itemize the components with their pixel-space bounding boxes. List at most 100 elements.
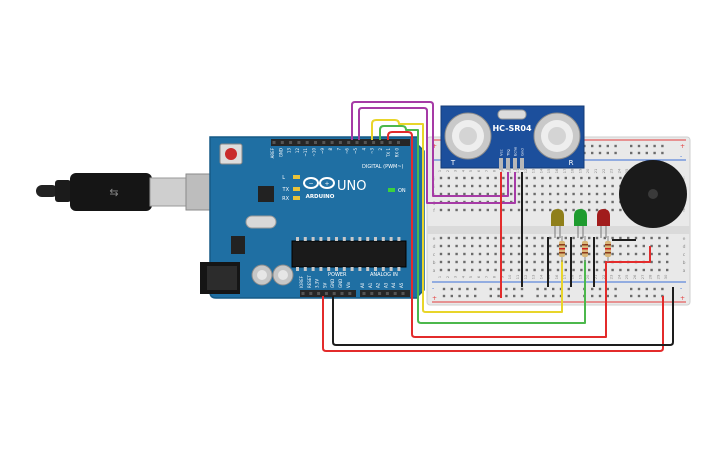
hole[interactable]: [510, 208, 513, 212]
header-pin[interactable]: [355, 141, 359, 144]
hole[interactable]: [510, 184, 513, 188]
hole[interactable]: [603, 176, 606, 180]
hole[interactable]: [595, 200, 599, 204]
hole[interactable]: [556, 200, 560, 204]
hole[interactable]: [619, 252, 622, 256]
hole[interactable]: [439, 244, 443, 248]
hole[interactable]: [447, 192, 450, 196]
hole[interactable]: [572, 268, 575, 272]
hole[interactable]: [510, 176, 513, 180]
header-pin[interactable]: [348, 292, 352, 295]
hole[interactable]: [549, 184, 552, 188]
rail-hole[interactable]: [567, 294, 570, 298]
hole[interactable]: [572, 176, 575, 180]
header-pin[interactable]: [272, 141, 276, 144]
hole[interactable]: [541, 192, 544, 196]
rail-hole[interactable]: [466, 294, 469, 298]
hole[interactable]: [603, 244, 606, 248]
header-pin[interactable]: [305, 141, 309, 144]
hole[interactable]: [471, 184, 474, 188]
sensor-pin[interactable]: [520, 158, 524, 170]
hole[interactable]: [533, 192, 536, 196]
hole[interactable]: [478, 260, 482, 264]
hole[interactable]: [455, 244, 458, 248]
header-pin[interactable]: [401, 292, 405, 295]
hole[interactable]: [447, 244, 450, 248]
hole[interactable]: [502, 176, 505, 180]
hole[interactable]: [580, 260, 583, 264]
rail-hole[interactable]: [520, 287, 524, 291]
hole[interactable]: [478, 252, 482, 256]
hole[interactable]: [580, 236, 583, 240]
rail-hole[interactable]: [630, 287, 633, 291]
hole[interactable]: [658, 236, 661, 240]
hole[interactable]: [611, 184, 614, 188]
hole[interactable]: [510, 268, 513, 272]
rail-hole[interactable]: [614, 294, 617, 298]
hole[interactable]: [627, 236, 630, 240]
hole[interactable]: [658, 244, 661, 248]
hole[interactable]: [486, 268, 489, 272]
hole[interactable]: [572, 260, 575, 264]
hole[interactable]: [588, 244, 591, 248]
hole[interactable]: [666, 244, 669, 248]
hole[interactable]: [619, 236, 622, 240]
header-pin[interactable]: [322, 141, 326, 144]
rail-hole[interactable]: [661, 151, 664, 155]
hole[interactable]: [541, 200, 544, 204]
hole[interactable]: [455, 192, 458, 196]
hole[interactable]: [471, 208, 474, 212]
hole[interactable]: [486, 244, 489, 248]
rail-hole[interactable]: [598, 294, 602, 298]
rail-hole[interactable]: [661, 287, 664, 291]
hole[interactable]: [494, 184, 497, 188]
rail-hole[interactable]: [536, 287, 539, 291]
hole[interactable]: [541, 184, 544, 188]
header-pin[interactable]: [324, 292, 328, 295]
hole[interactable]: [627, 252, 630, 256]
hole[interactable]: [611, 244, 614, 248]
hole[interactable]: [588, 208, 591, 212]
header-pin[interactable]: [362, 292, 366, 295]
hole[interactable]: [564, 192, 567, 196]
hole[interactable]: [525, 236, 528, 240]
hole[interactable]: [611, 192, 614, 196]
hole[interactable]: [564, 208, 567, 212]
rail-hole[interactable]: [591, 287, 594, 291]
hole[interactable]: [455, 268, 458, 272]
rail-hole[interactable]: [614, 144, 617, 148]
hole[interactable]: [471, 244, 474, 248]
rail-hole[interactable]: [567, 287, 570, 291]
rail-hole[interactable]: [606, 294, 609, 298]
hole[interactable]: [658, 252, 661, 256]
header-pin[interactable]: [338, 141, 342, 144]
rail-hole[interactable]: [653, 287, 656, 291]
hole[interactable]: [580, 252, 583, 256]
hole[interactable]: [619, 244, 622, 248]
hole[interactable]: [533, 208, 536, 212]
hole[interactable]: [471, 236, 474, 240]
hole[interactable]: [455, 184, 458, 188]
hole[interactable]: [494, 268, 497, 272]
hole[interactable]: [666, 252, 669, 256]
rail-hole[interactable]: [614, 287, 617, 291]
rail-hole[interactable]: [637, 151, 641, 155]
hole[interactable]: [603, 236, 606, 240]
header-pin[interactable]: [309, 292, 313, 295]
rail-hole[interactable]: [653, 294, 656, 298]
hole[interactable]: [439, 208, 443, 212]
hole[interactable]: [580, 200, 583, 204]
hole[interactable]: [572, 192, 575, 196]
hole[interactable]: [650, 268, 653, 272]
hole[interactable]: [494, 208, 497, 212]
header-pin[interactable]: [372, 141, 376, 144]
hole[interactable]: [556, 236, 560, 240]
header-pin[interactable]: [347, 141, 351, 144]
hole[interactable]: [525, 184, 528, 188]
rail-hole[interactable]: [497, 294, 500, 298]
header-pin[interactable]: [301, 292, 305, 295]
hole[interactable]: [619, 176, 622, 180]
hole[interactable]: [486, 252, 489, 256]
hole[interactable]: [595, 208, 599, 212]
hole[interactable]: [447, 184, 450, 188]
